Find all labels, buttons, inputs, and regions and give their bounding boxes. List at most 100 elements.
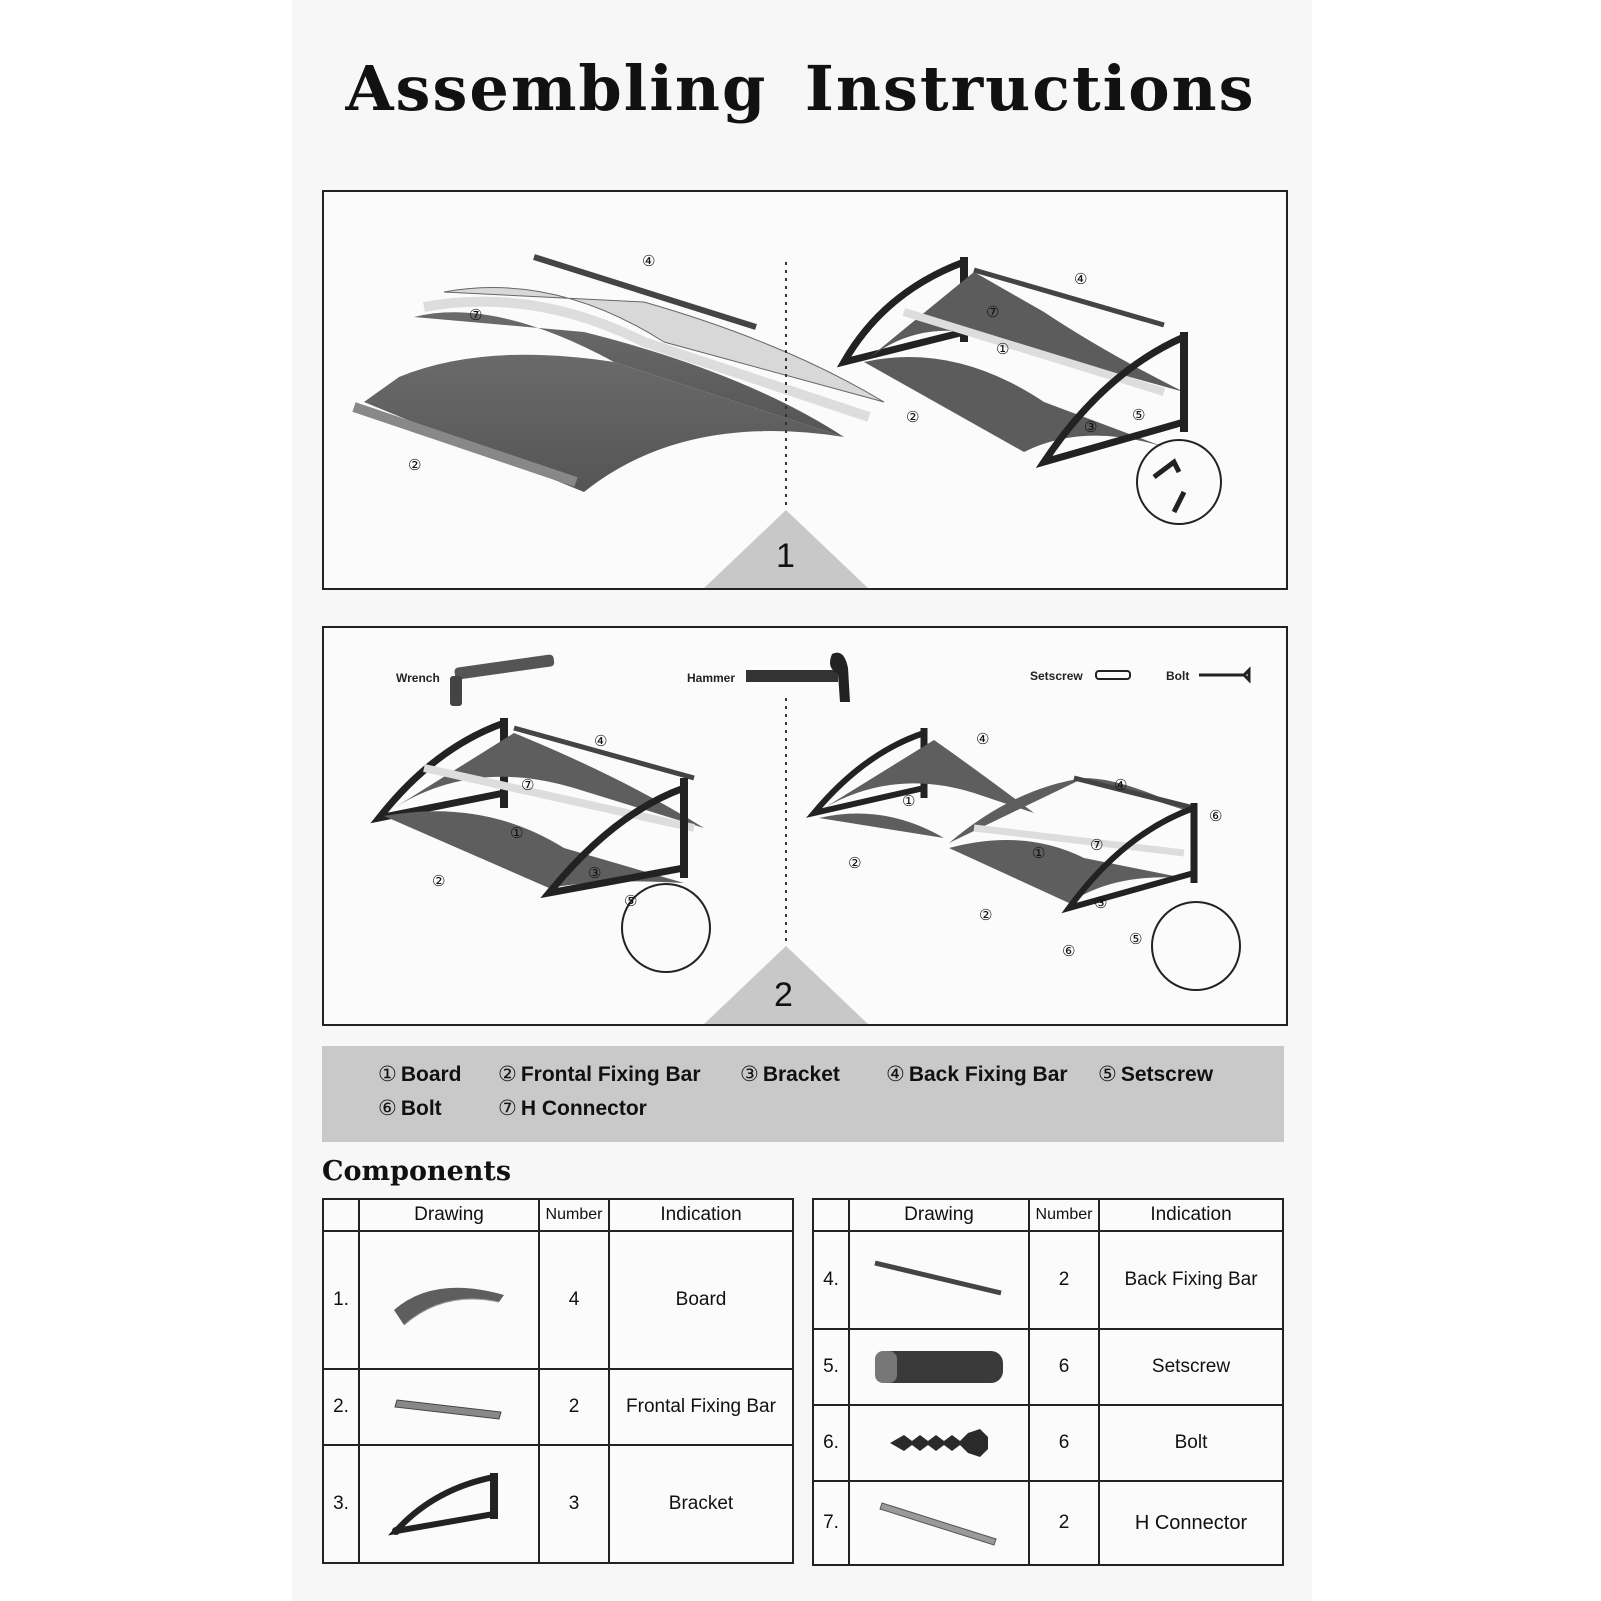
row-indication: Setscrew xyxy=(1098,1328,1284,1406)
components-heading: Components xyxy=(322,1156,512,1187)
row-number: 6 xyxy=(1028,1404,1100,1482)
row-index: 6. xyxy=(812,1404,850,1482)
s2-callout-2: ② xyxy=(432,872,445,890)
s2-callout-5: ⑤ xyxy=(624,892,637,910)
hammer-icon xyxy=(746,652,850,702)
step-2-marker xyxy=(704,946,868,1024)
row-index: 3. xyxy=(322,1444,360,1564)
tool-hammer-label: Hammer xyxy=(687,671,735,685)
step-2-illustration: Wrench Hammer Setscrew Bolt ④ ⑦ ① ② xyxy=(370,652,1251,1024)
row-indication: Board xyxy=(608,1230,794,1370)
s2r-callout-1b: ① xyxy=(1032,844,1045,862)
bracket-assembly-drawing xyxy=(836,256,1222,525)
step-1-number: 1 xyxy=(776,537,795,575)
s2-callout-1: ① xyxy=(510,824,523,842)
tool-wrench-label: Wrench xyxy=(396,671,440,685)
callout-1: ① xyxy=(996,340,1009,358)
table-row: 1. 4 Board xyxy=(322,1230,794,1370)
table-row: 7. 2 H Connector xyxy=(812,1480,1284,1566)
s2-callout-3: ③ xyxy=(588,864,601,882)
setscrew-icon xyxy=(848,1328,1030,1406)
drawing-header: Drawing xyxy=(358,1198,540,1232)
indication-header: Indication xyxy=(1098,1198,1284,1232)
wrench-icon xyxy=(450,654,555,706)
table-row: 4. 2 Back Fixing Bar xyxy=(812,1230,1284,1330)
step-1-marker xyxy=(704,510,868,588)
row-index: 5. xyxy=(812,1328,850,1406)
number-header: Number xyxy=(538,1198,610,1232)
step-1-illustration: ④ ⑦ ② ④ ⑦ ① ② ③ ⑤ 1 xyxy=(352,252,1222,588)
step-2-number: 2 xyxy=(774,976,793,1014)
index-header xyxy=(812,1198,850,1232)
callout-2: ② xyxy=(408,456,421,474)
row-indication: Bracket xyxy=(608,1444,794,1564)
row-number: 3 xyxy=(538,1444,610,1564)
row-number: 2 xyxy=(538,1368,610,1446)
s2r-callout-2b: ② xyxy=(979,906,992,924)
callout-7b: ⑦ xyxy=(986,303,999,321)
s2r-callout-4: ④ xyxy=(976,730,989,748)
table-header-row: Drawing Number Indication xyxy=(812,1198,1284,1232)
callout-4: ④ xyxy=(642,252,655,270)
row-indication: Bolt xyxy=(1098,1404,1284,1482)
tool-setscrew-label: Setscrew xyxy=(1030,669,1083,683)
row-number: 6 xyxy=(1028,1328,1100,1406)
step-1-panel: ④ ⑦ ② ④ ⑦ ① ② ③ ⑤ 1 xyxy=(322,190,1288,590)
s2r-callout-4b: ④ xyxy=(1114,776,1127,794)
canopy-double-drawing xyxy=(806,728,1241,991)
s2-callout-4: ④ xyxy=(594,732,607,750)
drawing-header: Drawing xyxy=(848,1198,1030,1232)
h-connector-icon xyxy=(848,1480,1030,1566)
s2-callout-7: ⑦ xyxy=(521,776,534,794)
row-index: 1. xyxy=(322,1230,360,1370)
board-icon xyxy=(358,1230,540,1370)
row-number: 2 xyxy=(1028,1230,1100,1330)
callout-2b: ② xyxy=(906,408,919,426)
row-indication: Frontal Fixing Bar xyxy=(608,1368,794,1446)
table-row: 5. 6 Setscrew xyxy=(812,1328,1284,1406)
row-number: 2 xyxy=(1028,1480,1100,1566)
s2r-callout-6b: ⑥ xyxy=(1062,942,1075,960)
callout-3: ③ xyxy=(1084,418,1097,436)
setscrew-icon xyxy=(1095,670,1131,680)
s2r-callout-5: ⑤ xyxy=(1129,930,1142,948)
s2r-callout-1: ① xyxy=(902,792,915,810)
row-index: 2. xyxy=(322,1368,360,1446)
number-header: Number xyxy=(1028,1198,1100,1232)
callout-7: ⑦ xyxy=(469,306,482,324)
s2r-callout-6: ⑥ xyxy=(1209,807,1222,825)
frontal-bar-icon xyxy=(358,1368,540,1446)
page-title: Assembling Instructions xyxy=(345,52,1256,125)
row-indication: Back Fixing Bar xyxy=(1098,1230,1284,1330)
bolt-icon xyxy=(848,1404,1030,1482)
table-header-row: Drawing Number Indication xyxy=(322,1198,794,1232)
board-assembly-drawing xyxy=(352,254,885,492)
bracket-icon xyxy=(358,1444,540,1564)
bolt-icon xyxy=(1199,666,1251,684)
step-2-panel: Wrench Hammer Setscrew Bolt ④ ⑦ ① ② xyxy=(322,626,1288,1026)
s2r-callout-3: ③ xyxy=(1094,894,1107,912)
callout-5: ⑤ xyxy=(1132,406,1145,424)
canopy-single-drawing xyxy=(370,718,711,973)
table-row: 3. 3 Bracket xyxy=(322,1444,794,1564)
row-index: 4. xyxy=(812,1230,850,1330)
row-indication: H Connector xyxy=(1098,1480,1284,1566)
back-bar-icon xyxy=(848,1230,1030,1330)
table-row: 2. 2 Frontal Fixing Bar xyxy=(322,1368,794,1446)
components-table-right: Drawing Number Indication 4. 2 Back Fixi… xyxy=(812,1198,1284,1566)
tool-bolt-label: Bolt xyxy=(1166,669,1189,683)
table-row: 6. 6 Bolt xyxy=(812,1404,1284,1482)
index-header xyxy=(322,1198,360,1232)
s2r-callout-7: ⑦ xyxy=(1090,836,1103,854)
callout-4b: ④ xyxy=(1074,270,1087,288)
indication-header: Indication xyxy=(608,1198,794,1232)
row-number: 4 xyxy=(538,1230,610,1370)
